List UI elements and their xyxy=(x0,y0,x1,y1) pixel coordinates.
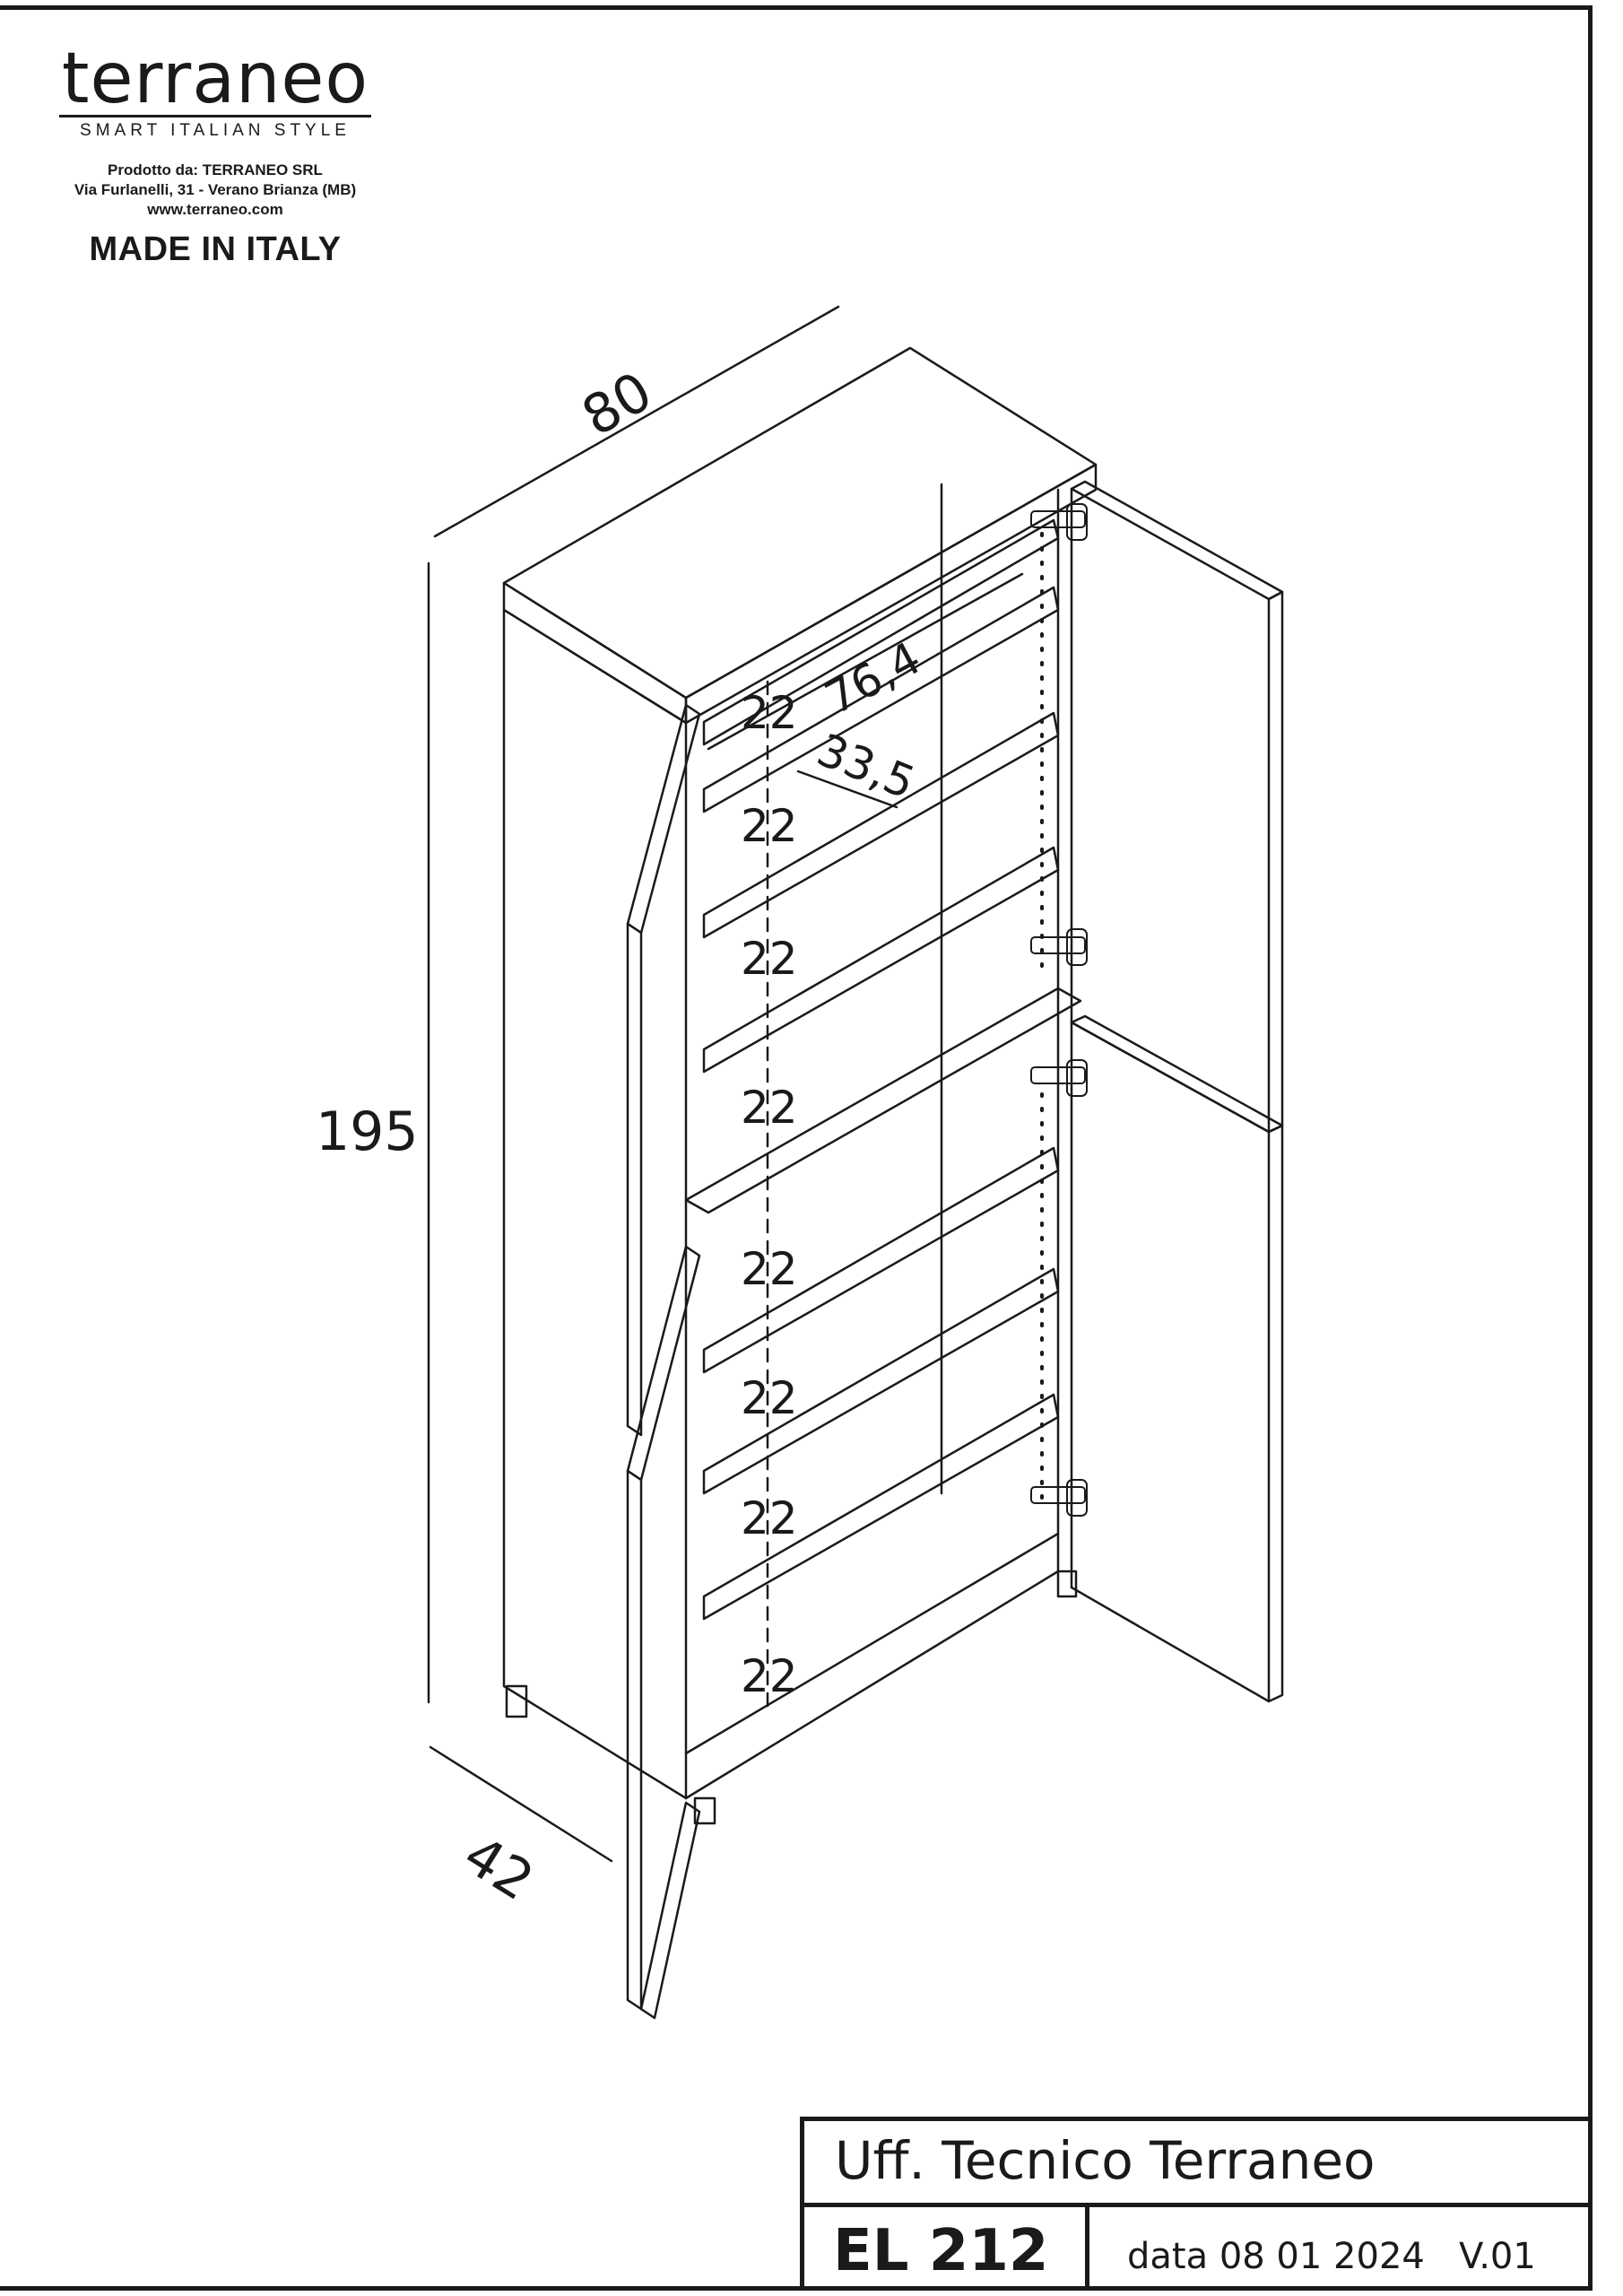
cabinet-foot xyxy=(505,1684,528,1718)
hinge-icon xyxy=(1030,1479,1088,1517)
office-name: Uff. Tecnico Terraneo xyxy=(804,2121,1593,2207)
shelf xyxy=(702,1393,1060,1621)
fixed-middle-shelf xyxy=(684,987,1082,1214)
shelf-spacing-label: 22 xyxy=(741,1492,798,1544)
website-text: www.terraneo.com xyxy=(147,201,283,218)
hinge-icon xyxy=(1030,1059,1088,1097)
top-panel-side-edge xyxy=(684,463,1098,725)
shelf-spacing-label: 22 xyxy=(741,1650,798,1702)
address-text: Via Furlanelli, 31 - Verano Brianza (MB) xyxy=(74,181,357,198)
drawing-date: data 08 01 2024 xyxy=(1127,2236,1425,2277)
shelf-spacing-label: 22 xyxy=(741,1372,798,1424)
brand-block: terraneo SMART ITALIAN STYLE Prodotto da… xyxy=(54,43,377,269)
shelf-spacing-label: 22 xyxy=(741,933,798,985)
shelf-spacing-label: 22 xyxy=(741,1082,798,1134)
shelf xyxy=(702,711,1060,939)
hinge-icon xyxy=(1030,503,1088,541)
shelf-spacing-label: 22 xyxy=(741,687,798,739)
brand-tagline: SMART ITALIAN STYLE xyxy=(80,121,351,140)
brand-underline xyxy=(59,115,371,117)
shelf xyxy=(702,846,1060,1074)
top-panel-front-edge xyxy=(502,581,688,725)
shelf-spacing-label: 22 xyxy=(741,800,798,852)
hinge-icon xyxy=(1030,928,1088,966)
shelf xyxy=(702,1146,1060,1374)
shelf xyxy=(702,1267,1060,1495)
shelf-spacing-label: 22 xyxy=(741,1243,798,1295)
left-lower-door xyxy=(626,1245,701,2020)
width-dimension-line xyxy=(433,305,840,538)
drawing-frame xyxy=(0,5,1593,2291)
left-upper-door xyxy=(626,703,701,1437)
depth-dimension-label: 42 xyxy=(453,1823,544,1913)
right-lower-door xyxy=(1070,1014,1284,1703)
made-in-italy: MADE IN ITALY xyxy=(89,230,342,268)
bottom-front-edge xyxy=(684,1570,1060,1800)
width-dimension-label: 80 xyxy=(572,361,663,449)
cabinet-foot xyxy=(693,1796,716,1825)
product-code: EL 212 xyxy=(804,2207,1089,2291)
depth-dimension-line xyxy=(429,1745,613,1863)
drawing-version: V.01 xyxy=(1459,2236,1536,2277)
shelves xyxy=(702,518,1060,1621)
brand-logo: terraneo xyxy=(61,39,369,119)
cabinet-foot xyxy=(1056,1570,1078,1598)
left-side-panel xyxy=(502,608,688,1800)
shelf xyxy=(702,586,1060,813)
inner-depth-dimension-line xyxy=(796,770,898,809)
inner-width-dimension-line xyxy=(707,572,1024,751)
right-upper-door xyxy=(1070,480,1284,1134)
producer-text: Prodotto da: TERRANEO SRL xyxy=(108,161,323,178)
shelf xyxy=(702,518,1060,746)
cabinet-carcass xyxy=(502,346,1098,1825)
title-block: Uff. Tecnico Terraneo EL 212 data 08 01 … xyxy=(800,2117,1593,2291)
height-dimension-label: 195 xyxy=(316,1100,419,1163)
bottom-panel-edge xyxy=(684,1532,1060,1755)
